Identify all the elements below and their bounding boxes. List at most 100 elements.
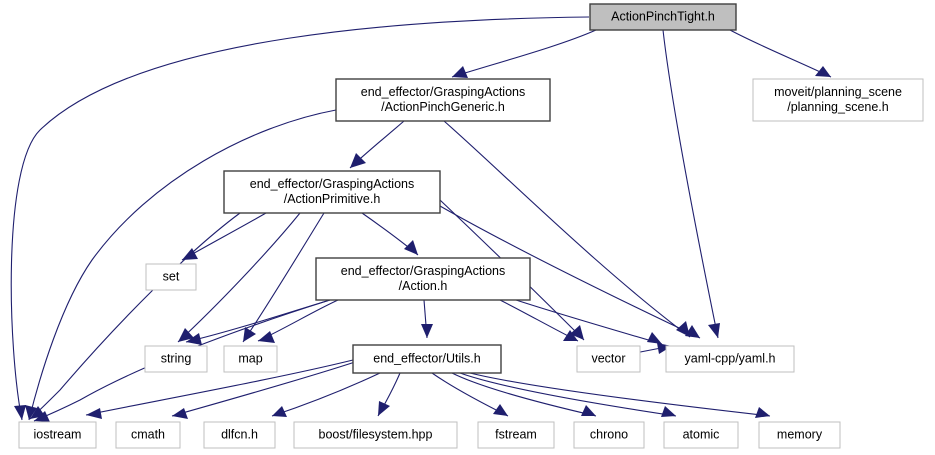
node-label: /planning_scene.h	[787, 100, 889, 114]
node-box[interactable]	[293, 421, 458, 449]
node-box[interactable]	[223, 170, 441, 214]
node-box[interactable]	[477, 421, 555, 449]
node-box[interactable]	[145, 263, 197, 291]
node-set[interactable]: set	[145, 263, 197, 291]
arrowhead-icon	[258, 331, 275, 343]
node-label: atomic	[683, 427, 720, 441]
edge-utils-to-chrono	[451, 372, 597, 417]
node-box[interactable]	[752, 78, 924, 122]
edge-utils-to-atomic	[459, 372, 677, 417]
node-utils[interactable]: end_effector/Utils.h	[352, 344, 502, 374]
arrowhead-icon	[86, 408, 102, 419]
edge-line	[242, 212, 325, 343]
arrowhead-icon	[647, 332, 662, 344]
node-pinchgeneric[interactable]: end_effector/GraspingActions/ActionPinch…	[335, 78, 551, 122]
node-memory[interactable]: memory	[758, 421, 841, 449]
node-label: string	[161, 351, 192, 365]
edge-layer	[10, 16, 832, 422]
node-map[interactable]: map	[223, 345, 278, 373]
arrowhead-icon	[272, 406, 287, 417]
node-box[interactable]	[665, 345, 795, 373]
node-box[interactable]	[223, 345, 278, 373]
node-dlfcn[interactable]: dlfcn.h	[203, 421, 276, 449]
edge-utils-to-iostream	[85, 359, 354, 419]
arrowhead-icon	[25, 405, 37, 420]
edge-line	[29, 212, 241, 420]
node-layer: ActionPinchTight.h end_effector/GraspingA…	[18, 3, 924, 449]
node-cmath[interactable]: cmath	[115, 421, 181, 449]
edge-action-to-iostream	[33, 299, 331, 422]
node-label: end_effector/Utils.h	[373, 351, 481, 365]
edge-action-to-yamlcpp	[515, 299, 663, 345]
node-atomic[interactable]: atomic	[663, 421, 739, 449]
node-iostream[interactable]: iostream	[18, 421, 97, 449]
node-box[interactable]	[18, 421, 97, 449]
edge-line	[177, 212, 301, 343]
arrowhead-icon	[14, 405, 26, 420]
edge-line	[515, 299, 663, 345]
node-boostfs[interactable]: boost/filesystem.hpp	[293, 421, 458, 449]
arrowhead-icon	[563, 330, 578, 341]
edge-root-to-planningscene	[729, 29, 832, 78]
node-label: end_effector/GraspingActions	[361, 85, 525, 99]
edge-action-to-utils	[421, 299, 433, 339]
node-fstream[interactable]: fstream	[477, 421, 555, 449]
arrowhead-icon	[421, 324, 433, 338]
node-string[interactable]: string	[144, 345, 208, 373]
edge-line	[33, 299, 331, 422]
node-label: fstream	[495, 427, 537, 441]
edge-line	[499, 299, 579, 342]
node-label: vector	[591, 351, 625, 365]
arrowhead-icon	[350, 153, 366, 168]
edge-line	[28, 109, 337, 421]
edge-actionprimitive-to-map	[242, 212, 325, 343]
arrowhead-icon	[676, 321, 690, 337]
edge-pinchgeneric-to-iostream	[25, 109, 337, 421]
node-box[interactable]	[144, 345, 208, 373]
edge-actionprimitive-to-set	[181, 212, 267, 261]
node-label: map	[238, 351, 262, 365]
node-box[interactable]	[315, 257, 531, 301]
arrowhead-icon	[570, 325, 584, 340]
node-chrono[interactable]: chrono	[573, 421, 645, 449]
edge-action-to-map	[257, 299, 339, 343]
arrowhead-icon	[404, 240, 418, 255]
node-actionprimitive[interactable]: end_effector/GraspingActions/ActionPrimi…	[223, 170, 441, 214]
edge-line	[459, 372, 677, 417]
node-box[interactable]	[758, 421, 841, 449]
node-box[interactable]	[663, 421, 739, 449]
edge-line	[185, 299, 331, 343]
edge-line	[85, 359, 354, 416]
node-box[interactable]	[203, 421, 276, 449]
node-action[interactable]: end_effector/GraspingActions/Action.h	[315, 257, 531, 301]
edge-action-to-vector	[499, 299, 579, 342]
edge-root-to-iostream	[10, 16, 590, 421]
node-box[interactable]	[573, 421, 645, 449]
arrowhead-icon	[493, 404, 508, 416]
arrowhead-icon	[378, 401, 390, 416]
node-label: /ActionPinchGeneric.h	[381, 100, 505, 114]
arrowhead-icon	[186, 333, 202, 345]
node-yamlcpp[interactable]: yaml-cpp/yaml.h	[665, 345, 795, 373]
node-box[interactable]	[115, 421, 181, 449]
node-label: cmath	[131, 427, 165, 441]
node-label: iostream	[34, 427, 82, 441]
node-box[interactable]	[335, 78, 551, 122]
arrowhead-icon	[661, 406, 676, 417]
edge-utils-to-fstream	[431, 372, 509, 417]
node-box[interactable]	[576, 345, 641, 373]
node-box[interactable]	[589, 3, 737, 31]
arrowhead-icon	[178, 328, 194, 342]
node-planningscene[interactable]: moveit/planning_scene/planning_scene.h	[752, 78, 924, 122]
node-label: ActionPinchTight.h	[611, 9, 715, 23]
edge-root-to-yamlcpp	[662, 29, 720, 339]
node-root[interactable]: ActionPinchTight.h	[589, 3, 737, 31]
node-label: moveit/planning_scene	[774, 85, 902, 99]
edge-utils-to-boostfs	[377, 372, 401, 417]
node-label: /ActionPrimitive.h	[284, 192, 381, 206]
edge-actionprimitive-to-string	[177, 212, 301, 343]
node-vector[interactable]: vector	[576, 345, 641, 373]
node-box[interactable]	[352, 344, 502, 374]
